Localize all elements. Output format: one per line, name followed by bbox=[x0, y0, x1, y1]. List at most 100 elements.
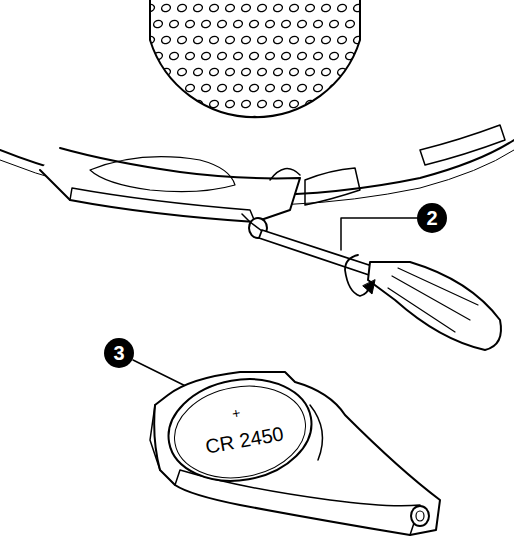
grille-hole bbox=[281, 115, 292, 125]
grille-hole bbox=[265, 51, 276, 61]
grille-hole bbox=[225, 131, 236, 141]
grille-hole bbox=[257, 35, 268, 45]
grille-hole bbox=[337, 3, 348, 13]
grille-hole bbox=[297, 51, 308, 61]
grille-hole bbox=[161, 3, 172, 13]
grille-hole bbox=[353, 131, 364, 141]
grille-hole bbox=[361, 83, 372, 93]
grille-hole bbox=[305, 35, 316, 45]
battery-rim bbox=[167, 376, 313, 488]
grille-hole bbox=[153, 115, 164, 125]
grille-hole bbox=[297, 83, 308, 93]
handle-grooves bbox=[388, 268, 478, 332]
grille-hole bbox=[305, 67, 316, 77]
drawer-tab bbox=[150, 405, 160, 470]
grille-hole bbox=[361, 19, 372, 29]
drawer-battery-well bbox=[90, 157, 235, 192]
grille-hole bbox=[177, 35, 188, 45]
grille-hole bbox=[161, 99, 172, 109]
grille-hole bbox=[273, 35, 284, 45]
grille-hole bbox=[361, 51, 372, 61]
grille-hole bbox=[297, 19, 308, 29]
grille-hole bbox=[241, 3, 252, 13]
grille-hole bbox=[353, 67, 364, 77]
grille-hole bbox=[329, 115, 340, 125]
grille-hole bbox=[257, 67, 268, 77]
grille-hole bbox=[273, 3, 284, 13]
grille-hole bbox=[225, 67, 236, 77]
grille-hole bbox=[337, 99, 348, 109]
grille-hole bbox=[193, 131, 204, 141]
grille-hole bbox=[249, 83, 260, 93]
grille-hole bbox=[321, 131, 332, 141]
rotation-arrow bbox=[345, 255, 370, 296]
screw bbox=[411, 506, 429, 526]
coin-battery bbox=[160, 368, 319, 491]
grille-hole bbox=[329, 51, 340, 61]
grille-hole bbox=[353, 3, 364, 13]
grille-hole bbox=[257, 99, 268, 109]
grille-hole bbox=[321, 99, 332, 109]
grille-hole bbox=[321, 35, 332, 45]
grille-hole bbox=[281, 51, 292, 61]
grille-hole bbox=[225, 35, 236, 45]
grille-hole bbox=[233, 115, 244, 125]
grille-hole bbox=[201, 19, 212, 29]
grille-hole bbox=[281, 83, 292, 93]
grille-hole bbox=[273, 131, 284, 141]
grille-hole bbox=[273, 67, 284, 77]
grille-hole bbox=[225, 99, 236, 109]
grille-outline bbox=[150, 0, 360, 117]
grille-hole bbox=[241, 67, 252, 77]
screw-head bbox=[416, 511, 424, 521]
housing-slot bbox=[420, 125, 505, 165]
grille-hole bbox=[265, 19, 276, 29]
housing-slot bbox=[305, 168, 360, 205]
grille-hole bbox=[313, 51, 324, 61]
grille-hole bbox=[273, 99, 284, 109]
grille-hole bbox=[153, 51, 164, 61]
grille-hole bbox=[289, 99, 300, 109]
arrowhead bbox=[363, 280, 375, 294]
grille-hole bbox=[313, 19, 324, 29]
grille-hole bbox=[177, 67, 188, 77]
grille-hole bbox=[145, 35, 156, 45]
grille-hole bbox=[209, 35, 220, 45]
grille-hole bbox=[233, 51, 244, 61]
grille-hole bbox=[289, 35, 300, 45]
grille-hole bbox=[169, 83, 180, 93]
grille-hole bbox=[233, 19, 244, 29]
grille-hole bbox=[353, 35, 364, 45]
grille-hole bbox=[297, 115, 308, 125]
screwdriver-shaft bbox=[259, 230, 372, 275]
grille-hole bbox=[345, 19, 356, 29]
grille-hole bbox=[145, 131, 156, 141]
grille-hole bbox=[249, 19, 260, 29]
grille-hole bbox=[337, 67, 348, 77]
grille-hole bbox=[313, 83, 324, 93]
grille-hole bbox=[305, 99, 316, 109]
grille-hole bbox=[145, 67, 156, 77]
grille-hole bbox=[209, 67, 220, 77]
grille-hole bbox=[209, 131, 220, 141]
grille-hole bbox=[209, 99, 220, 109]
grille-hole bbox=[249, 115, 260, 125]
grille-hole bbox=[193, 67, 204, 77]
grille-hole bbox=[305, 3, 316, 13]
grille-hole bbox=[289, 3, 300, 13]
battery-clip bbox=[310, 405, 323, 460]
battery-drawer bbox=[40, 148, 300, 222]
grille-hole bbox=[193, 35, 204, 45]
grille-hole bbox=[209, 3, 220, 13]
callout-circle bbox=[104, 338, 134, 368]
grille-hole bbox=[345, 83, 356, 93]
grille-hole bbox=[153, 19, 164, 29]
grille-hole bbox=[289, 131, 300, 141]
grille-hole bbox=[201, 51, 212, 61]
grille-hole bbox=[161, 35, 172, 45]
grille-hole bbox=[289, 67, 300, 77]
grille-hole bbox=[185, 83, 196, 93]
grille-hole bbox=[177, 99, 188, 109]
